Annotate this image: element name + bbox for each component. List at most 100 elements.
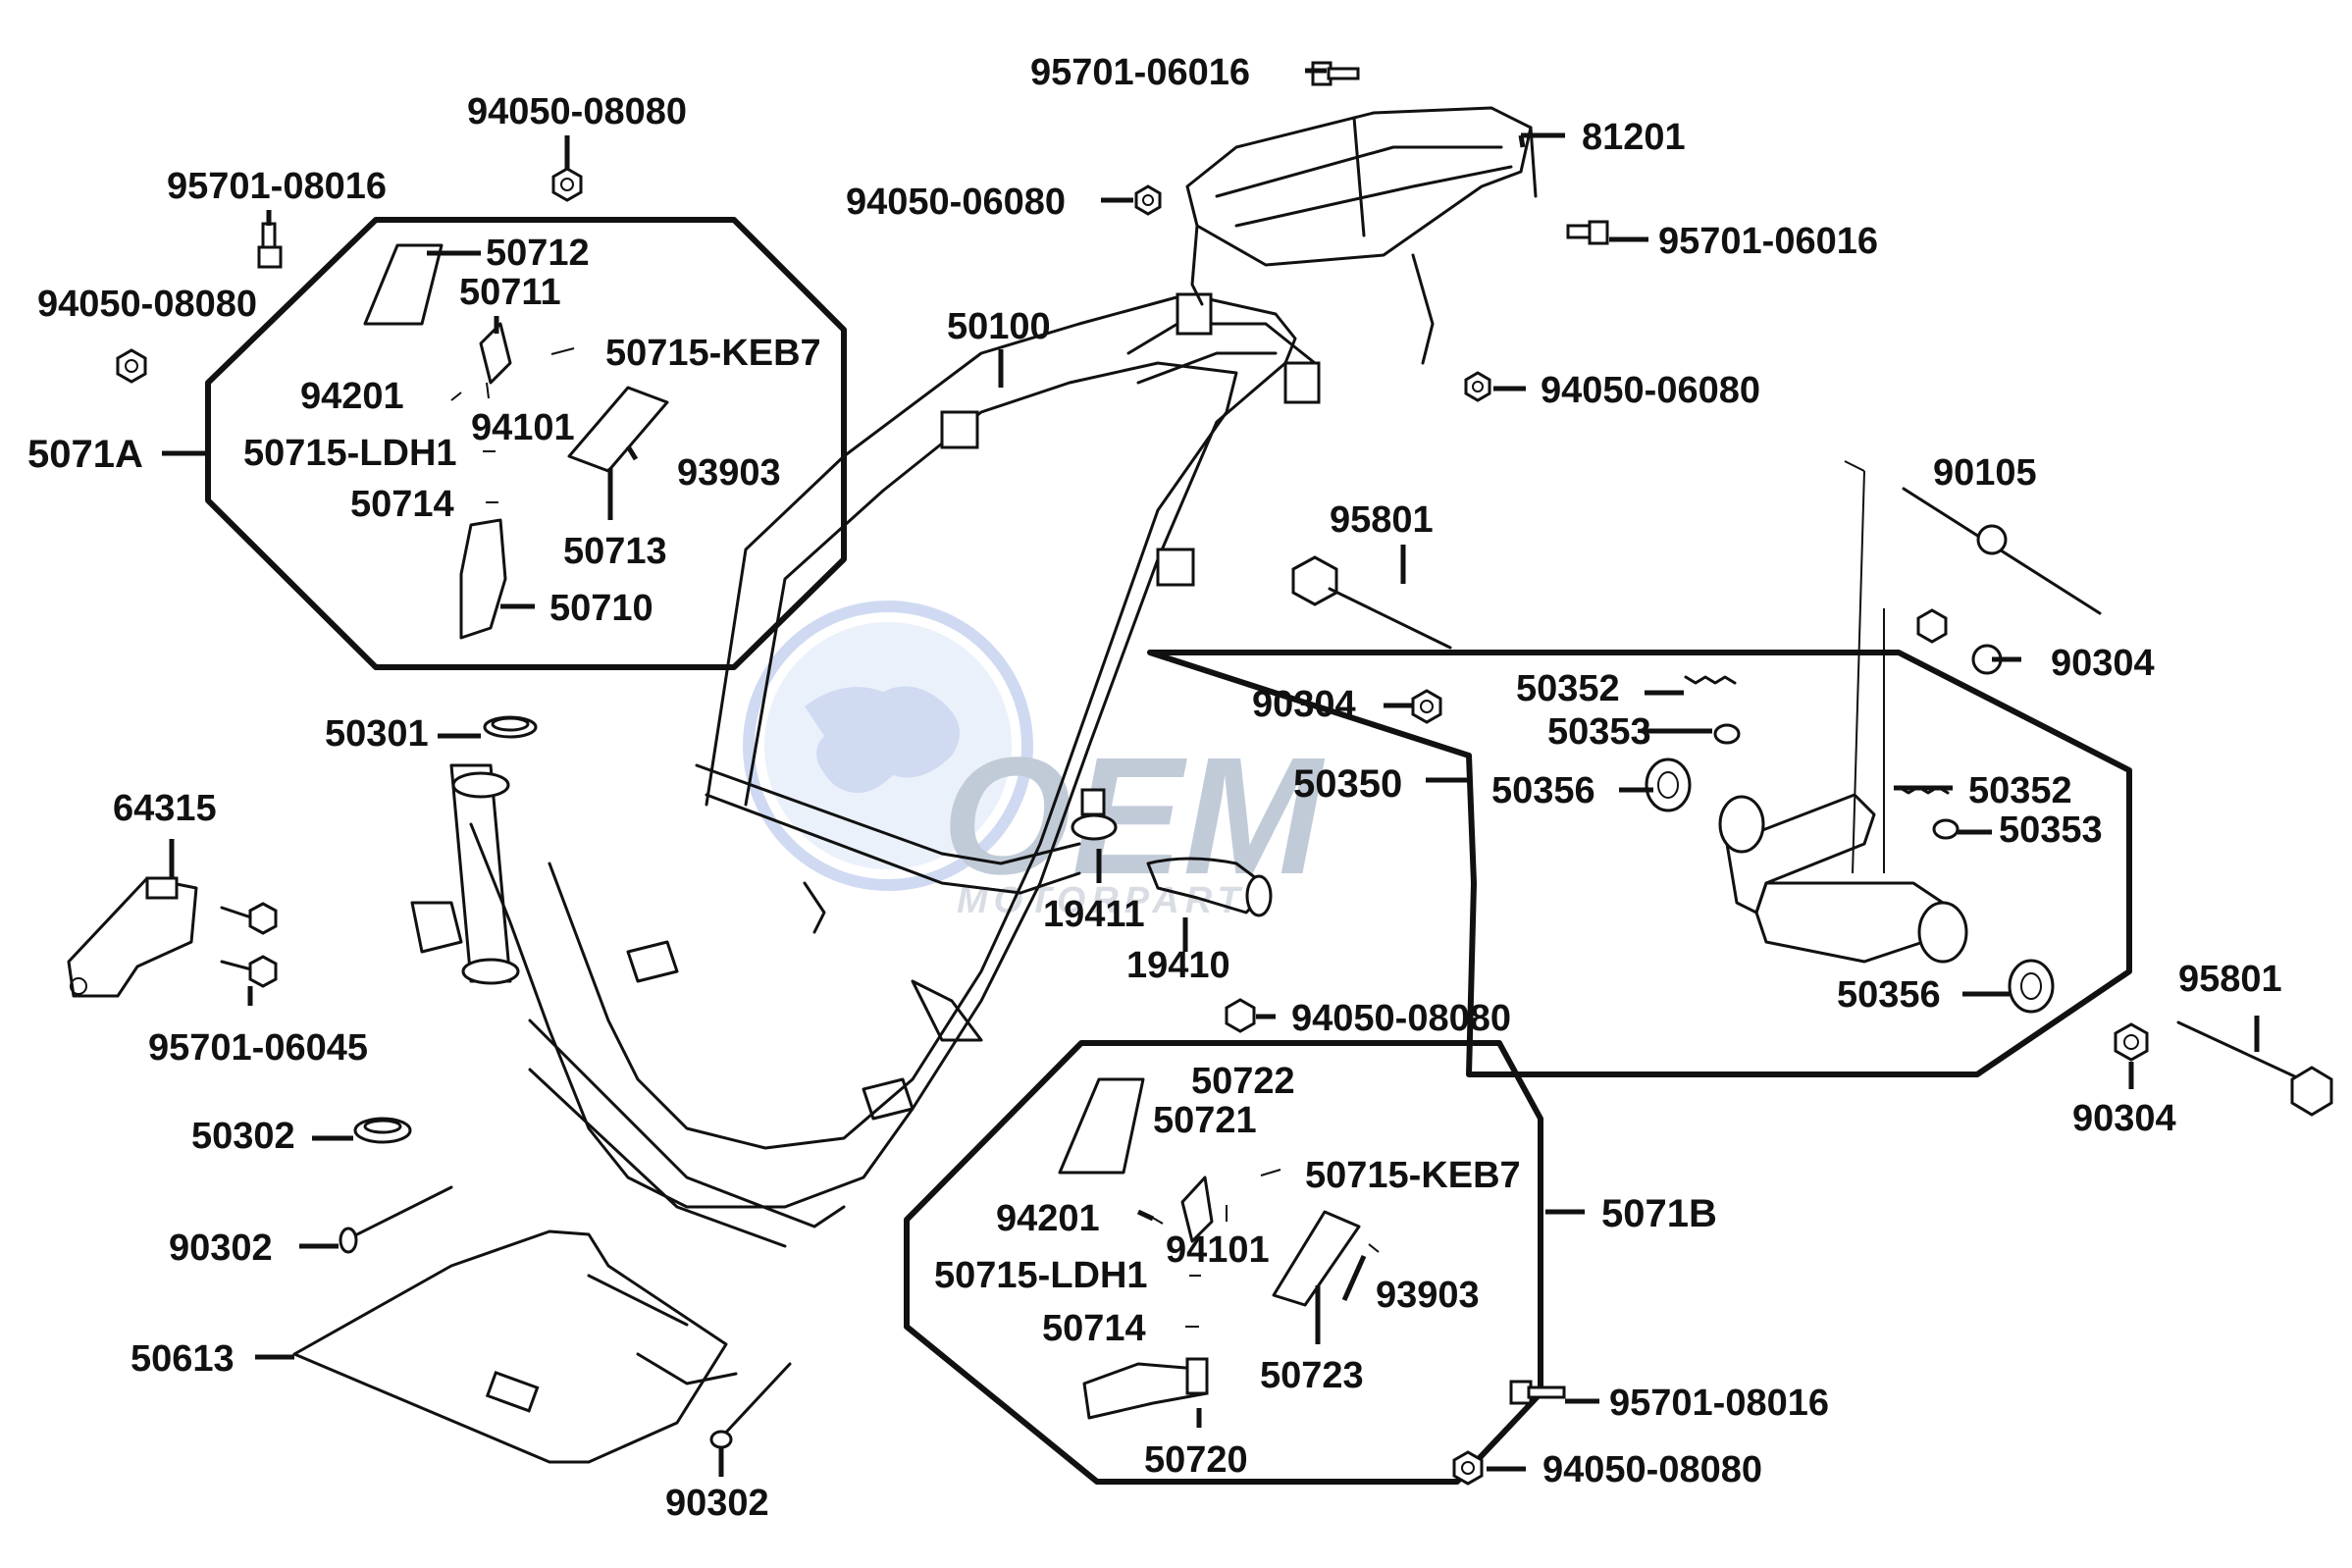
engine-hanger-assembly	[1645, 460, 2055, 1014]
label-50301: 50301	[325, 713, 429, 755]
part-93903-a	[625, 444, 639, 461]
frame-bracket-c	[940, 410, 979, 449]
hanger-sleeve-b	[1917, 901, 1968, 964]
label-94050-08080-b: 94050-08080	[1542, 1449, 1762, 1490]
label-64315: 64315	[113, 788, 217, 829]
label-90304-a: 90304	[2051, 643, 2155, 684]
label-90105: 90105	[1933, 452, 2037, 494]
nut-94050-06080-b	[1464, 371, 1491, 402]
bolt-95701-06016-top	[1311, 61, 1360, 86]
bolt-95701-06016-b	[1566, 220, 1609, 245]
part-50713	[567, 386, 669, 473]
frame-floor-rail-left	[528, 1019, 846, 1228]
label-90304-b: 90304	[1252, 684, 1356, 725]
rack-crossbar-b	[1234, 165, 1513, 228]
under-cover-50613	[292, 1229, 738, 1464]
part-50722	[1058, 1077, 1145, 1175]
frame-bracket-d	[1156, 548, 1195, 587]
frame-floor-rail-left-lower	[528, 1068, 787, 1248]
part-50723	[1272, 1210, 1361, 1307]
frame-outline-inner	[548, 361, 1238, 1150]
bolt-95701-06045	[220, 902, 278, 988]
label-50353-a: 50353	[1547, 711, 1651, 753]
label-95701-06016-top: 95701-06016	[1030, 52, 1250, 93]
watermark-globe-ring	[743, 601, 1033, 891]
bolt-95701-08016-b	[1509, 1380, 1566, 1405]
part-50712	[363, 243, 444, 326]
label-50711: 50711	[459, 272, 561, 313]
label-94101-a: 94101	[471, 407, 575, 448]
pivot-axis-line	[1852, 470, 1865, 874]
spring-50352-a	[1684, 675, 1737, 685]
label-95801-a: 95801	[1330, 499, 1434, 541]
label-50613: 50613	[131, 1338, 235, 1380]
label-94050-06080-b: 94050-06080	[1541, 370, 1760, 411]
nut-90304-b	[1411, 689, 1442, 724]
rack-leg-a	[1411, 253, 1435, 365]
label-19410: 19410	[1126, 945, 1230, 986]
collar-50353-b	[1932, 818, 1960, 840]
steering-head-gusset	[410, 901, 463, 954]
label-50721: 50721	[1153, 1100, 1257, 1141]
label-95701-08016-left: 95701-08016	[167, 166, 387, 207]
hanger-link-a	[1725, 793, 1876, 915]
part-50721	[1180, 1176, 1214, 1243]
callout-box-50350	[1147, 650, 2132, 1077]
label-50356-b: 50356	[1837, 974, 1941, 1016]
nut-90304-c	[2114, 1022, 2149, 1062]
collar-50353-a	[1713, 723, 1741, 745]
label-90302-a: 90302	[169, 1228, 273, 1269]
main-frame-50100	[410, 292, 1321, 1248]
label-94050-08080-mid: 94050-08080	[1291, 998, 1511, 1039]
nut-94050-06080-a	[1134, 184, 1162, 216]
label-90302-b: 90302	[665, 1483, 769, 1524]
rack-leg-b	[1190, 224, 1204, 306]
watermark-continent	[805, 686, 960, 793]
label-50352-a: 50352	[1516, 668, 1620, 709]
part-94201-a	[450, 392, 462, 401]
frame-rear-bracket-b	[1283, 361, 1321, 404]
frame-crossmember-front-lower	[705, 793, 1081, 895]
label-95701-06016-b: 95701-06016	[1658, 221, 1878, 262]
callout-box-5071A	[205, 217, 847, 670]
label-50720: 50720	[1144, 1439, 1248, 1481]
stud-90105	[1902, 487, 2102, 615]
label-81201: 81201	[1582, 117, 1686, 158]
callout-box-5071B	[904, 1040, 1543, 1485]
bushing-50356-a	[1645, 758, 1692, 812]
label-50302: 50302	[191, 1116, 295, 1157]
clamp-19411	[1071, 788, 1118, 841]
rack-outline	[1185, 106, 1533, 267]
label-50723: 50723	[1260, 1355, 1364, 1396]
grommet-50301	[483, 715, 538, 739]
label-50714-a: 50714	[350, 484, 454, 525]
bracket-64315	[67, 876, 198, 998]
grommet-50302	[353, 1117, 412, 1144]
part-50711	[479, 322, 512, 385]
nut-94050-08080-left	[116, 348, 147, 384]
label-50722: 50722	[1191, 1061, 1295, 1102]
label-50714-b: 50714	[1042, 1308, 1146, 1349]
nut-90304-a	[1916, 608, 2003, 675]
label-50713: 50713	[563, 531, 667, 572]
bolt-95801-a	[1291, 555, 1452, 650]
label-94050-08080-left: 94050-08080	[37, 284, 257, 325]
frame-crossmember-front	[695, 763, 1081, 865]
footpeg-assembly-b	[1058, 1077, 1380, 1420]
bolt-95701-08016-left	[257, 222, 283, 269]
label-93903-b: 93903	[1376, 1275, 1480, 1316]
label-94201-b: 94201	[996, 1198, 1100, 1239]
footpeg-assembly-a	[363, 243, 669, 640]
hanger-link-b	[1754, 881, 1945, 964]
bolt-90302-a	[339, 1185, 453, 1254]
frame-floor-bracket-c	[911, 979, 983, 1042]
frame-rear-bracket-a	[1176, 292, 1213, 336]
label-93903-a: 93903	[677, 452, 781, 494]
hanger-sleeve-a	[1718, 795, 1765, 854]
luggage-rack-81201	[1185, 106, 1538, 365]
label-50715-ldh1-a: 50715-LDH1	[243, 433, 457, 474]
label-50350: 50350	[1293, 762, 1402, 806]
bolt-95801-b	[2176, 1020, 2333, 1117]
